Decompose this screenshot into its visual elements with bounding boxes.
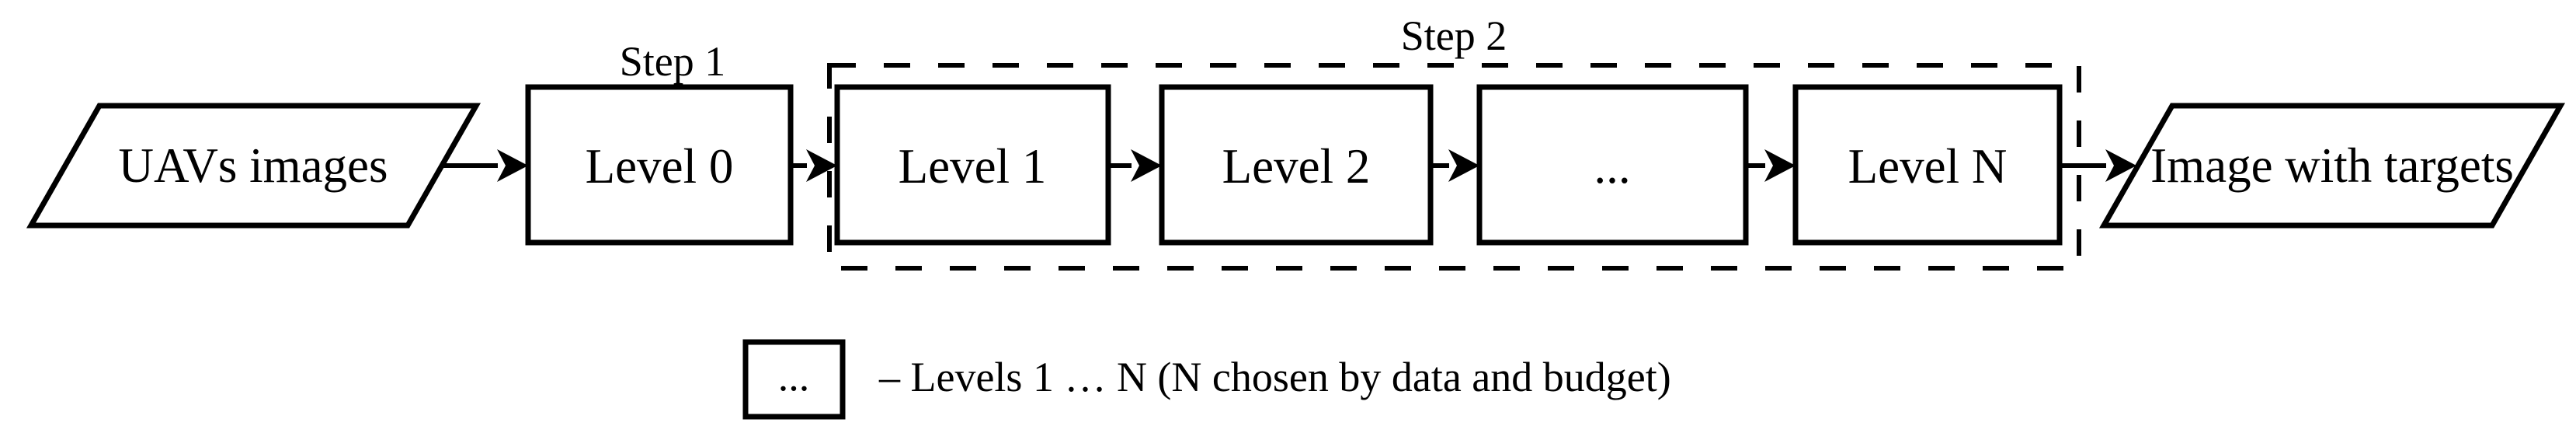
input-parallelogram [26, 103, 481, 229]
level0-box [525, 84, 794, 246]
level1-label: Level 1 [899, 139, 1047, 194]
legend-text: – Levels 1 … N (N chosen by data and bud… [878, 354, 1671, 400]
input-label: UAVs images [118, 138, 388, 193]
output-parallelogram [2098, 103, 2566, 229]
level2-label: Level 2 [1222, 139, 1371, 194]
step2-dashed-box [827, 63, 2081, 271]
levelN-label: Level N [1848, 139, 2008, 194]
ellipsis-box [1476, 84, 1749, 246]
step2-label: Step 2 [1401, 12, 1507, 59]
legend-symbol-box [742, 339, 846, 420]
level1-box [834, 84, 1111, 246]
step1-label: Step 1 [620, 38, 726, 85]
ellipsis-label: ... [1594, 139, 1630, 194]
output-label: Image with targets [2150, 138, 2514, 193]
levelN-box [1792, 84, 2063, 246]
legend-symbol: ... [778, 353, 810, 400]
level0-label: Level 0 [586, 139, 734, 194]
level2-box [1159, 84, 1434, 246]
